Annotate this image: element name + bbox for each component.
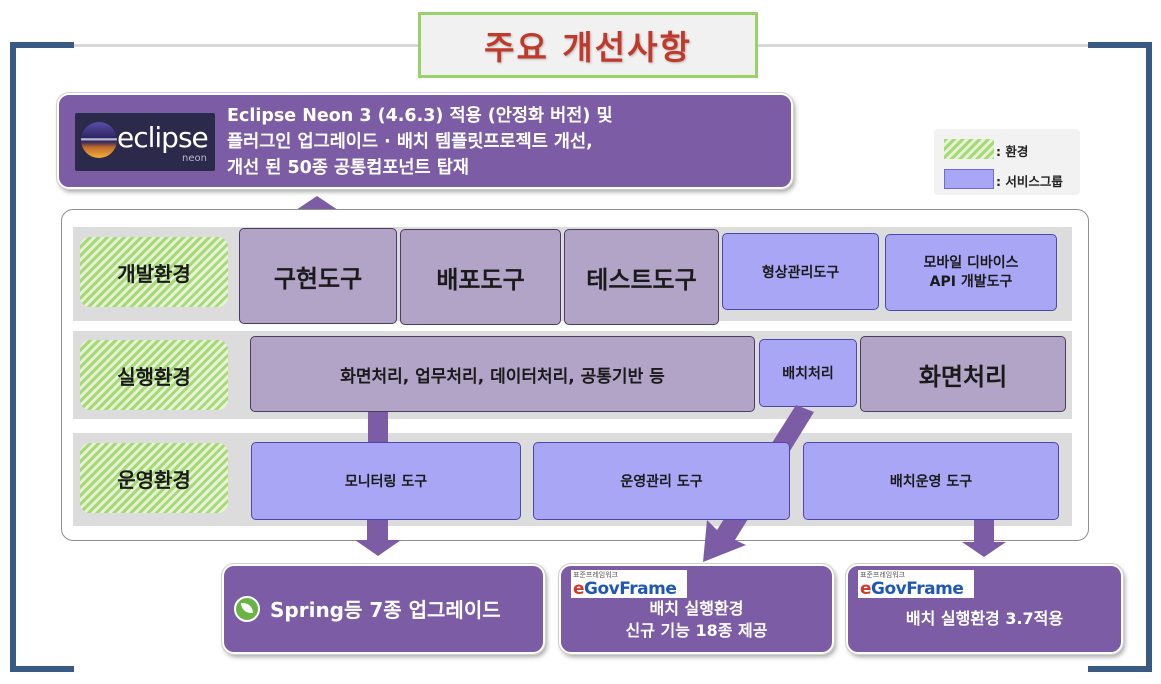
eclipse-upgrade-box: eclipse neon Eclipse Neon 3 (4.6.3) 적용 (… bbox=[56, 92, 794, 190]
ops-mgmt-tool-box[interactable]: 운영관리 도구 bbox=[533, 442, 790, 520]
egovframe-small-label: 표준프레임워크 bbox=[573, 571, 619, 579]
frame-top-right bbox=[1088, 42, 1152, 48]
egovframe-small-label-2: 표준프레임워크 bbox=[860, 571, 906, 579]
row-label-ops: 운영환경 bbox=[80, 443, 228, 513]
row-label-run: 실행환경 bbox=[80, 340, 228, 410]
page-title: 주요 개선사항 bbox=[418, 12, 758, 78]
frame-bottom-right bbox=[1088, 666, 1152, 672]
legend-service-swatch bbox=[944, 169, 994, 189]
batch-new-line-2: 신규 기능 18종 제공 bbox=[625, 621, 768, 640]
down-arrow-batch-shaft bbox=[974, 520, 994, 544]
screen-processing-box[interactable]: 화면처리 bbox=[860, 336, 1066, 412]
row-label-dev: 개발환경 bbox=[80, 237, 228, 307]
batch-new-features-box: 표준프레임워크 eGovFrame 배치 실행환경 신규 기능 18종 제공 bbox=[558, 563, 835, 655]
egovframe-rest: GovFrame bbox=[584, 579, 677, 599]
down-arrow-batch-head bbox=[962, 542, 1006, 557]
mobile-api-line-1: 모바일 디바이스 bbox=[923, 254, 1019, 271]
egovframe-wordmark-2: eGovFrame bbox=[860, 579, 964, 599]
eclipse-logo: eclipse neon bbox=[75, 113, 215, 171]
mobile-api-tool-box[interactable]: 모바일 디바이스 API 개발도구 bbox=[885, 234, 1057, 311]
frame-right bbox=[1146, 42, 1152, 672]
legend-env-label: : 환경 bbox=[996, 144, 1029, 159]
processing-connector bbox=[368, 412, 388, 442]
legend-env-swatch bbox=[944, 139, 994, 159]
egovframe-logo: 표준프레임워크 eGovFrame bbox=[571, 570, 687, 599]
eclipse-line-2: 플러그인 업그레이드 · 배치 템플릿프로젝트 개선, bbox=[227, 132, 593, 152]
down-arrow-spring-shaft bbox=[367, 520, 388, 542]
frame-top-left bbox=[10, 42, 74, 48]
frame-top-gray-left bbox=[74, 44, 418, 47]
impl-tool-box[interactable]: 구현도구 bbox=[239, 228, 397, 324]
up-arrow-head bbox=[296, 196, 338, 210]
eclipse-description: Eclipse Neon 3 (4.6.3) 적용 (안정화 버전) 및 플러그… bbox=[227, 103, 613, 181]
legend-service-label: : 서비스그룹 bbox=[996, 174, 1063, 189]
eclipse-line-3: 개선 된 50종 공통컴포넌트 탑재 bbox=[227, 158, 469, 178]
batch-ops-tool-box[interactable]: 배치운영 도구 bbox=[803, 442, 1059, 520]
batch-apply-text: 배치 실행환경 3.7적용 bbox=[905, 609, 1064, 628]
eclipse-line-1: Eclipse Neon 3 (4.6.3) 적용 (안정화 버전) 및 bbox=[227, 106, 613, 126]
egovframe-e: e bbox=[573, 579, 585, 599]
batch-processing-box[interactable]: 배치처리 bbox=[759, 339, 857, 407]
batch-new-line-1: 배치 실행환경 bbox=[649, 599, 744, 618]
monitoring-tool-box[interactable]: 모니터링 도구 bbox=[251, 442, 521, 520]
egovframe-wordmark: eGovFrame bbox=[573, 579, 677, 599]
spring-leaf-icon bbox=[234, 596, 260, 622]
legend: : 환경 : 서비스그룹 bbox=[934, 129, 1080, 195]
frame-left bbox=[10, 42, 16, 672]
deploy-tool-box[interactable]: 배포도구 bbox=[400, 229, 561, 325]
frame-bottom-left bbox=[10, 666, 74, 672]
eclipse-logo-word: eclipse bbox=[117, 121, 209, 154]
down-arrow-spring-head bbox=[355, 540, 401, 556]
processing-box[interactable]: 화면처리, 업무처리, 데이터처리, 공통기반 등 bbox=[250, 336, 755, 412]
eclipse-orb-icon bbox=[81, 122, 117, 158]
spring-upgrade-text: Spring등 7종 업그레이드 bbox=[270, 598, 501, 622]
test-tool-box[interactable]: 테스트도구 bbox=[564, 229, 719, 325]
frame-top-gray-right bbox=[758, 44, 1088, 47]
batch-apply-box: 표준프레임워크 eGovFrame 배치 실행환경 3.7적용 bbox=[845, 563, 1124, 655]
mobile-api-line-2: API 개발도구 bbox=[929, 273, 1013, 290]
config-mgmt-tool-box[interactable]: 형상관리도구 bbox=[722, 233, 879, 310]
spring-upgrade-box: Spring등 7종 업그레이드 bbox=[221, 563, 546, 655]
egovframe-e-2: e bbox=[860, 579, 872, 599]
eclipse-logo-sub: neon bbox=[182, 153, 207, 164]
egovframe-rest-2: GovFrame bbox=[871, 579, 964, 599]
egovframe-logo-2: 표준프레임워크 eGovFrame bbox=[858, 570, 974, 599]
